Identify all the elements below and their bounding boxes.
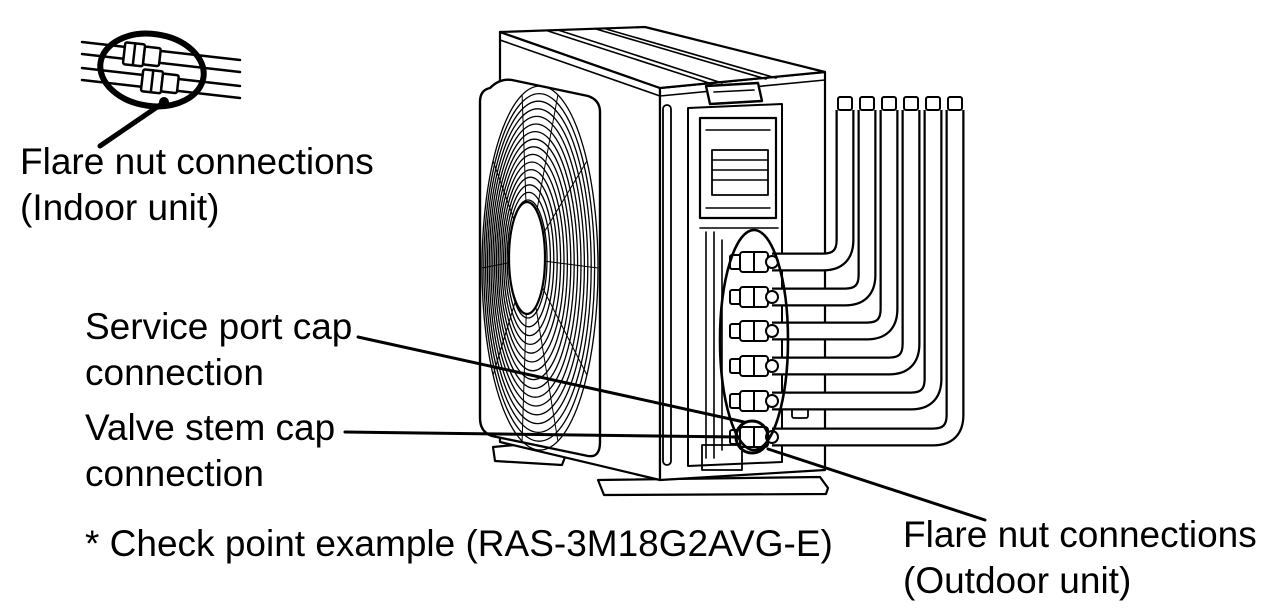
terminal-block-lines	[705, 129, 771, 209]
fan-hub	[507, 200, 547, 316]
outdoor-flare-nut-label: Flare nut connections (Outdoor unit)	[903, 512, 1257, 604]
refrigerant-pipes	[772, 96, 965, 447]
valve-stem-leader-line	[343, 430, 740, 439]
service-port-leader-line	[356, 335, 746, 424]
fan-guard-ring	[490, 123, 582, 407]
service-port-cap-label-line2: connection	[85, 352, 264, 393]
indoor-check-circle	[97, 30, 207, 110]
indoor-flare-nut-label-line2: (Indoor unit)	[20, 187, 220, 228]
fan-guard-ring	[506, 191, 552, 328]
indoor-flare-nut-label: Flare nut connections (Indoor unit)	[20, 139, 374, 231]
outdoor-unit	[478, 25, 965, 497]
outdoor-flare-nut-label-line2: (Outdoor unit)	[903, 560, 1132, 601]
pipe-end-cap	[947, 96, 963, 111]
terminal-box	[698, 116, 778, 220]
outdoor-flare-nut-label-line1: Flare nut connections	[903, 514, 1257, 555]
refrigerant-pipe	[772, 110, 875, 305]
internal-tubing	[699, 227, 779, 459]
carry-handle-inner	[713, 89, 755, 93]
flare-nut	[765, 290, 779, 304]
fan-guard-ring	[504, 184, 555, 337]
outdoor-flare-leader-line	[766, 447, 987, 522]
fan-grille	[478, 78, 602, 458]
fan-guard-ring	[501, 168, 562, 354]
indoor-flare-nut-a	[121, 41, 162, 68]
check-point-note: * Check point example (RAS-3M18G2AVG-E)	[85, 523, 833, 564]
flare-nut	[765, 394, 779, 408]
unit-top-lip	[499, 39, 826, 97]
outdoor-check-oval	[718, 228, 790, 452]
pipe-end-cap	[925, 96, 941, 111]
indoor-flare-nut-b	[139, 68, 180, 95]
fan-guard-ring	[488, 115, 586, 416]
fan-guard-ring	[483, 92, 596, 442]
bottom-drain-bracket	[701, 444, 743, 471]
service-panel-opening	[687, 103, 783, 467]
fan-guard-ring	[492, 130, 579, 398]
indoor-flare-nut-label-line1: Flare nut connections	[20, 141, 374, 182]
carry-handle	[704, 81, 764, 106]
flare-nut	[765, 324, 779, 338]
indoor-pipe-a-lower-edge	[80, 52, 242, 74]
fan-guard-ring	[499, 161, 565, 363]
fan-guard-ring	[486, 108, 589, 425]
unit-top-ribs	[547, 28, 777, 85]
indoor-unit-pipes-illustration	[80, 30, 242, 149]
service-port-cap-label: Service port cap connection	[85, 304, 352, 396]
pipe-end-cap	[903, 96, 919, 111]
fan-guard-ring	[481, 85, 599, 451]
indoor-flare-leader-line	[97, 100, 166, 149]
service-valve	[729, 251, 779, 273]
unit-foot-right	[596, 475, 830, 497]
service-valve	[729, 286, 779, 308]
pipe-end-cap	[859, 96, 875, 111]
flare-nut	[765, 359, 779, 373]
refrigerant-pipe	[772, 110, 897, 339]
valve-stem-cap-label-line2: connection	[85, 453, 264, 494]
terminal-block	[711, 149, 769, 196]
refrigerant-pipe	[772, 110, 941, 409]
refrigerant-pipe	[772, 110, 919, 374]
refrigerant-pipe	[772, 110, 853, 270]
fan-guard-ring	[502, 176, 558, 346]
fan-guard-rings	[481, 85, 599, 451]
side-slot	[662, 104, 672, 466]
fan-guard-ring	[493, 138, 575, 390]
pipe-end-cap	[837, 96, 853, 111]
fan-guard-ring	[495, 146, 572, 381]
pipe-end-cap	[881, 96, 897, 111]
fan-guard-ring	[497, 153, 569, 372]
valve-stem-cap-label: Valve stem cap connection	[85, 405, 335, 497]
service-valve	[729, 390, 779, 412]
service-valves	[729, 251, 779, 448]
fan-guard-ring	[484, 100, 592, 434]
valve-stem-cap-label-line1: Valve stem cap	[85, 407, 336, 448]
service-valve	[729, 320, 779, 342]
refrigerant-pipe	[772, 110, 963, 445]
service-valve	[729, 355, 779, 377]
service-port-cap-label-line1: Service port cap	[85, 306, 353, 347]
